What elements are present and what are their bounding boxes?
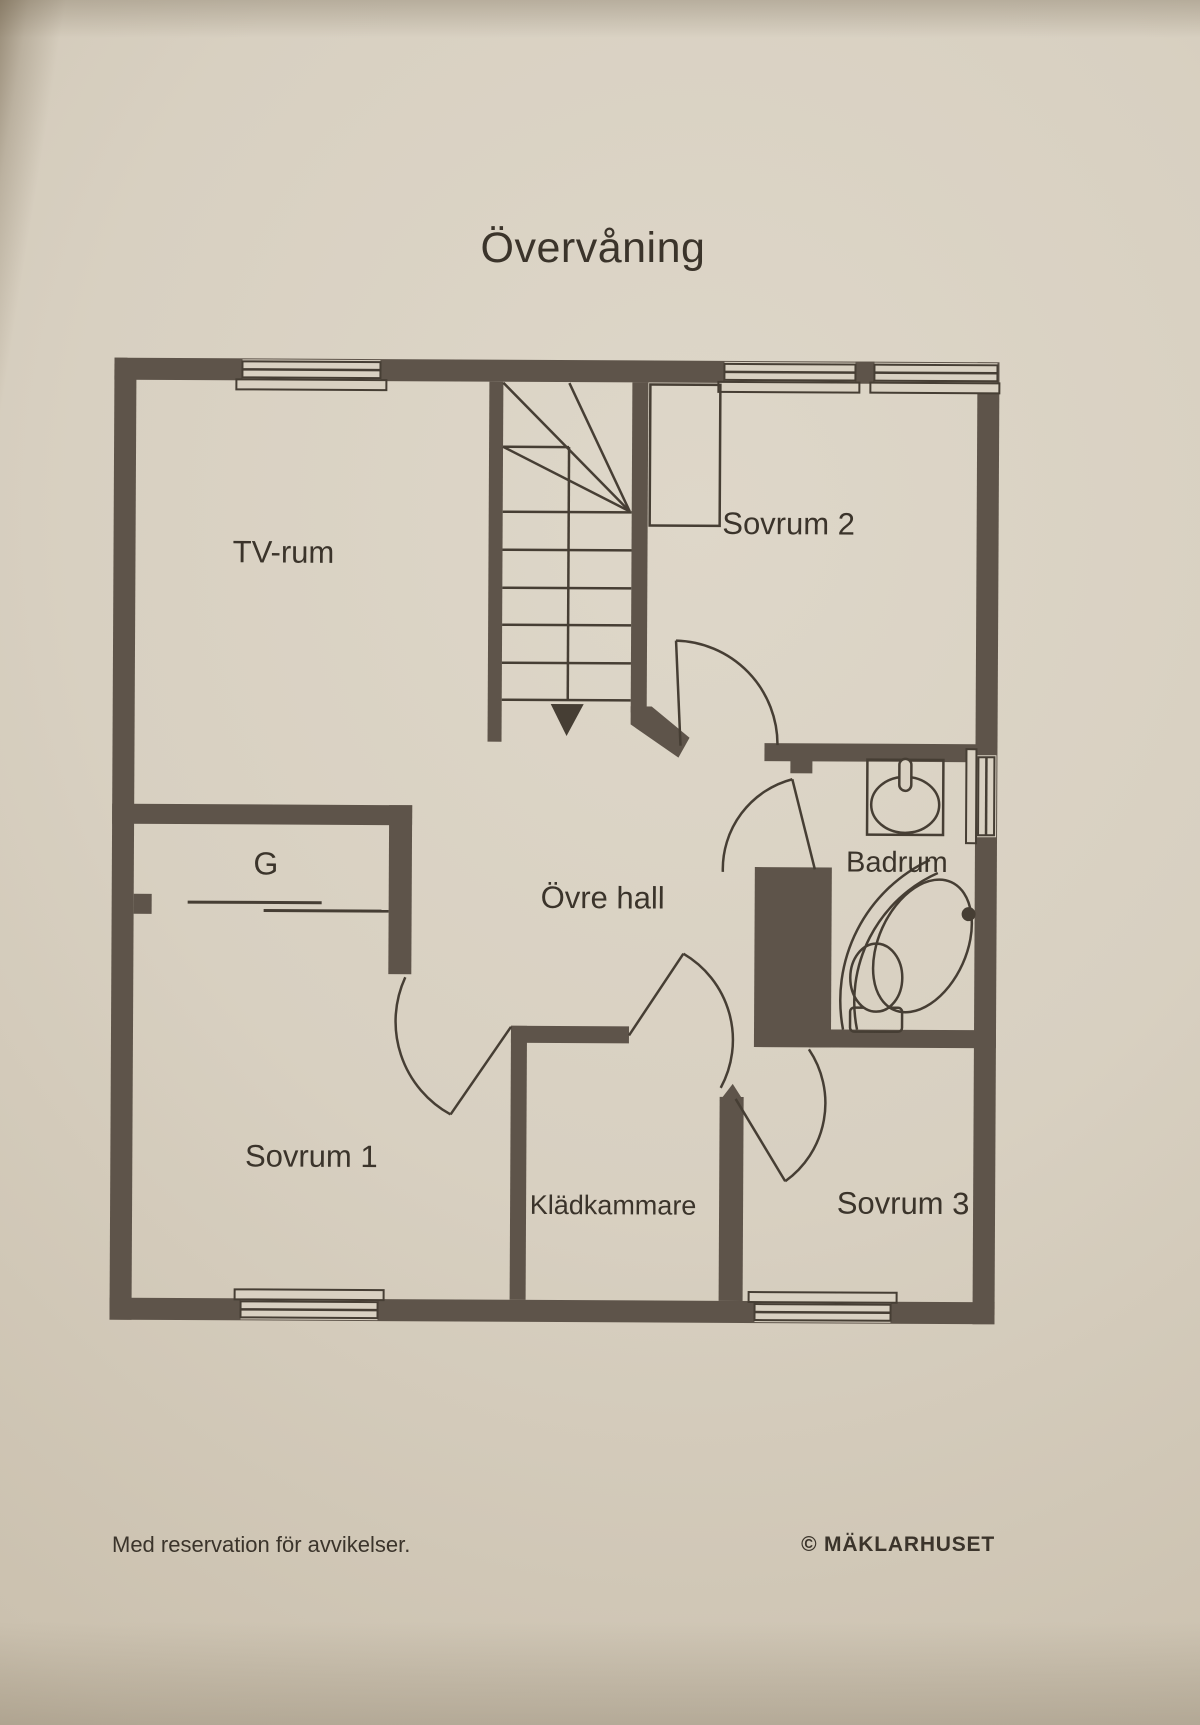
wall-stub-garderob-left: [133, 893, 152, 914]
room-label-ovre-hall: Övre hall: [541, 880, 665, 916]
window-badrum-right: [964, 748, 997, 845]
wall-tvrum-bottom: [112, 803, 413, 826]
wall-jamb-sovrum2-door: [630, 706, 690, 758]
window-sovrum1: [233, 1288, 385, 1321]
wall-post-between-windows: [855, 361, 875, 384]
wall-kladkammare-right: [718, 1096, 744, 1301]
corner-bathtub-icon: [839, 858, 976, 1030]
wall-stair-left: [487, 381, 504, 742]
room-label-sovrum-1: Sovrum 1: [245, 1138, 378, 1174]
window-tvrum: [235, 359, 388, 392]
room-label-garderob: G: [253, 845, 278, 881]
winder-tread: [502, 381, 631, 513]
room-labels: TV-rum Sovrum 2 G Övre hall Badrum Sovru…: [233, 506, 970, 1221]
room-label-sovrum-2: Sovrum 2: [722, 506, 855, 542]
windows: [233, 359, 1001, 1323]
doors: [187, 639, 827, 1183]
wall-badrum-top: [764, 743, 976, 763]
sink-icon: [865, 757, 945, 837]
wall-shaft: [753, 867, 832, 1048]
walls: [109, 357, 1000, 1325]
wall-left: [109, 357, 137, 1320]
window-sovrum2-b: [869, 362, 1001, 395]
door-badrum: [721, 778, 817, 872]
door-sovrum3: [734, 1048, 827, 1183]
door-kladkammare: [627, 952, 735, 1089]
wall-garderob-right: [388, 805, 413, 975]
stairs-down-arrow-icon: [550, 703, 584, 737]
stair-landing-outline: [648, 383, 722, 528]
room-label-sovrum-3: Sovrum 3: [837, 1185, 970, 1221]
staircase: [501, 381, 722, 737]
page-title: Övervåning: [481, 224, 706, 272]
winder-tread: [502, 445, 631, 513]
wall-right: [972, 362, 1000, 1325]
floor-plan: TV-rum Sovrum 2 G Övre hall Badrum Sovru…: [109, 357, 1001, 1325]
door-sovrum2: [674, 639, 779, 746]
footer-copyright: © MÄKLARHUSET: [801, 1533, 995, 1556]
room-label-tv-rum: TV-rum: [233, 534, 335, 570]
window-sovrum3: [747, 1291, 898, 1323]
bathroom-fixtures: [839, 757, 976, 1034]
wall-jamb-badrum-door: [790, 759, 813, 774]
winder-tread: [568, 382, 631, 512]
room-label-kladkammare: Klädkammare: [530, 1190, 697, 1221]
wall-stair-right: [630, 382, 649, 713]
wall-jamb-sovrum3-door: [719, 1083, 744, 1101]
door-sovrum1: [394, 976, 513, 1116]
window-sovrum2-a: [717, 361, 861, 394]
wall-kladkammare-top: [510, 1025, 630, 1044]
wall-badrum-bottom: [808, 1029, 997, 1049]
bathtub-drain-dot: [961, 907, 976, 922]
sliding-door-garderob: [187, 900, 389, 913]
footer-disclaimer: Med reservation för avvikelser.: [112, 1532, 410, 1557]
wall-kladkammare-left: [509, 1025, 528, 1300]
footer: Med reservation för avvikelser. © MÄKLAR…: [112, 1532, 995, 1557]
room-label-badrum: Badrum: [846, 847, 948, 880]
